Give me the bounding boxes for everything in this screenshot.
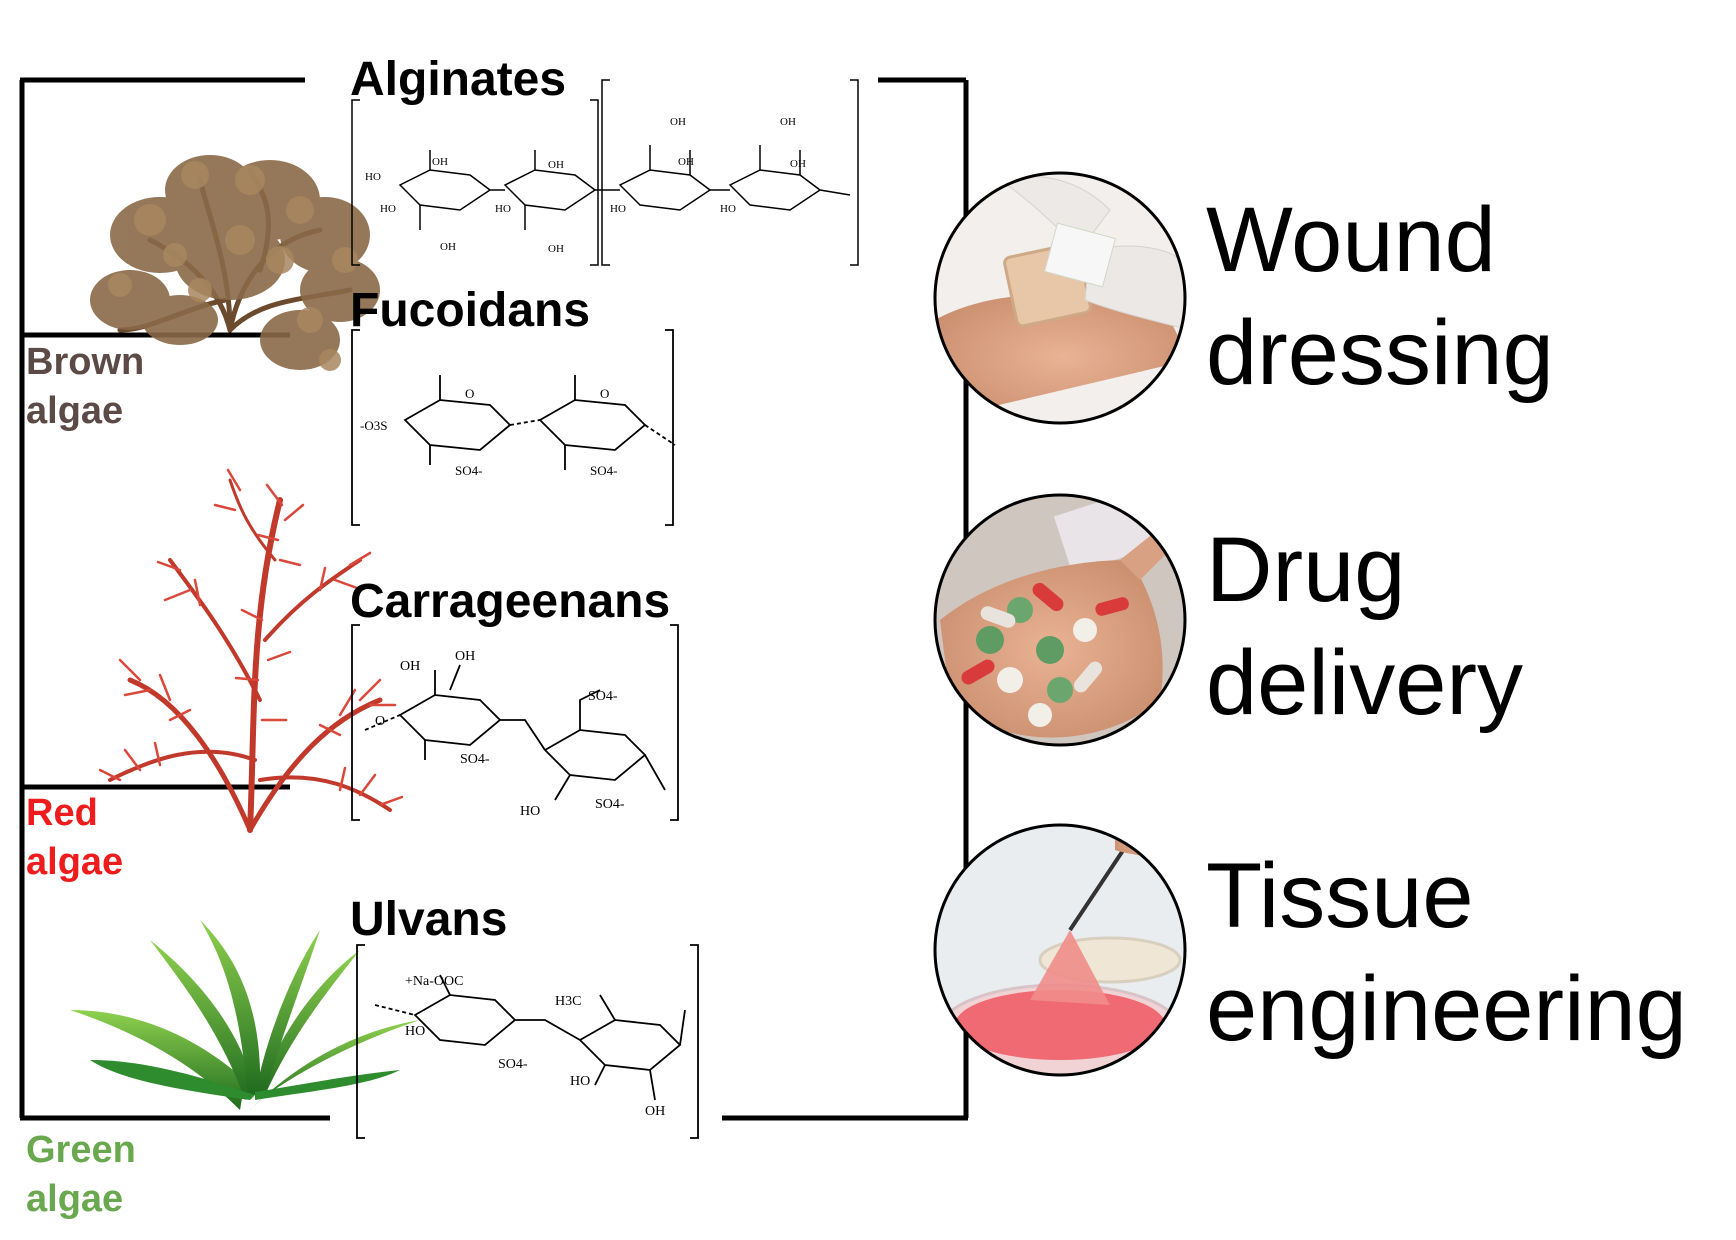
drug-delivery-label: Drug delivery: [1206, 514, 1523, 740]
ulvan-labels: +Na-OOC HO SO4- H3C HO OH: [405, 974, 665, 1119]
svg-text:OH: OH: [780, 116, 796, 128]
svg-text:SO4-: SO4-: [498, 1057, 528, 1072]
right-bracket: [722, 77, 969, 1121]
green-algae-line1: Green: [26, 1129, 136, 1171]
wound-dressing-photo-icon: [933, 171, 1187, 425]
brown-seaweed-icon: [90, 155, 380, 371]
svg-text:OH: OH: [548, 159, 564, 171]
drug-line2: delivery: [1206, 632, 1524, 735]
svg-text:OH: OH: [440, 241, 456, 253]
svg-text:+Na-OOC: +Na-OOC: [405, 974, 463, 989]
wound-dressing-label: Wound dressing: [1206, 184, 1554, 410]
svg-text:HO: HO: [380, 203, 396, 215]
wound-line2: dressing: [1206, 302, 1554, 405]
brown-algae-line2: algae: [26, 390, 124, 433]
fucoidans-title: Fucoidans: [350, 284, 591, 337]
svg-text:OH: OH: [455, 649, 475, 664]
red-algae-line1: Red: [26, 792, 98, 834]
svg-text:OH: OH: [790, 158, 806, 170]
red-algae-label: Red algae: [26, 789, 123, 888]
wound-line1: Wound: [1206, 189, 1496, 291]
svg-text:O: O: [600, 386, 609, 401]
green-algae-label: Green algae: [26, 1126, 136, 1225]
svg-text:SO4-: SO4-: [590, 463, 617, 478]
green-seaweed-icon: [70, 920, 420, 1110]
alginate-structure: [351, 79, 859, 266]
svg-text:HO: HO: [570, 1074, 590, 1089]
svg-text:OH: OH: [548, 243, 564, 255]
svg-text:HO: HO: [520, 804, 540, 819]
brown-algae-line1: Brown: [26, 341, 145, 383]
svg-text:HO: HO: [495, 203, 511, 215]
svg-text:HO: HO: [405, 1024, 425, 1039]
red-seaweed-icon: [98, 468, 404, 833]
svg-text:OH: OH: [645, 1104, 665, 1119]
svg-text:SO4-: SO4-: [455, 463, 482, 478]
carrageenan-structure: [351, 624, 679, 821]
ulvan-structure: [356, 944, 699, 1139]
svg-text:O: O: [375, 714, 385, 729]
svg-text:HO: HO: [610, 203, 626, 215]
svg-text:-O3S: -O3S: [360, 418, 387, 433]
left-bracket: [19, 77, 330, 1121]
ulvans-title: Ulvans: [350, 893, 508, 946]
tissue-petri-dish-photo-icon: [933, 823, 1187, 1077]
pills-hand-photo-icon: [933, 493, 1187, 747]
drug-line1: Drug: [1206, 519, 1406, 621]
green-algae-line2: algae: [26, 1178, 124, 1221]
svg-text:HO: HO: [365, 171, 381, 183]
svg-text:OH: OH: [678, 156, 694, 168]
tissue-line2: engineering: [1206, 958, 1687, 1061]
svg-text:OH: OH: [400, 659, 420, 674]
svg-text:SO4-: SO4-: [460, 752, 490, 767]
fucoidan-structure: [351, 329, 676, 526]
tissue-line1: Tissue: [1206, 845, 1474, 947]
svg-text:H3C: H3C: [555, 994, 581, 1009]
red-algae-line2: algae: [26, 841, 124, 884]
svg-text:OH: OH: [432, 156, 448, 168]
alginate-labels: HO HO OH HO OH OH OH HO OH OH HO OH OH: [365, 116, 806, 255]
alginates-title: Alginates: [350, 53, 567, 106]
svg-text:OH: OH: [670, 116, 686, 128]
carrageenans-title: Carrageenans: [350, 575, 671, 628]
carrageenan-labels: OH OH O SO4- SO4- HO SO4-: [375, 649, 625, 819]
svg-text:HO: HO: [720, 203, 736, 215]
brown-algae-label: Brown algae: [26, 338, 144, 437]
fucoidan-labels: -O3S SO4- SO4- O O: [360, 386, 617, 478]
svg-text:O: O: [465, 386, 474, 401]
svg-text:SO4-: SO4-: [588, 689, 618, 704]
svg-text:SO4-: SO4-: [595, 797, 625, 812]
tissue-engineering-label: Tissue engineering: [1206, 840, 1687, 1066]
